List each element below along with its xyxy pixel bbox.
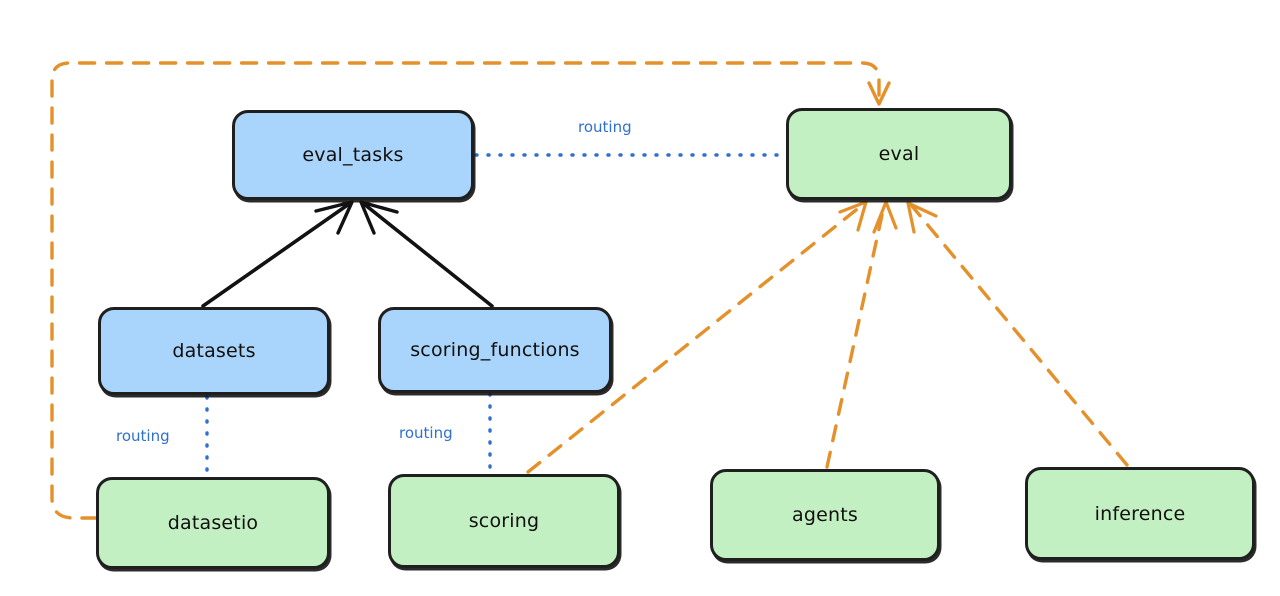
edge-agents-to-eval-arrowhead bbox=[872, 200, 898, 234]
node-agents[interactable]: agents bbox=[710, 469, 940, 561]
node-scoring-functions[interactable]: scoring_functions bbox=[378, 307, 612, 393]
edge-datasets-to-eval-tasks-arrowhead bbox=[314, 200, 354, 235]
edge-inference-to-eval bbox=[910, 204, 1129, 467]
edge-datasets-to-eval-tasks bbox=[201, 202, 351, 308]
edge-datasetio-to-eval bbox=[50, 61, 881, 520]
node-scoring-label: scoring bbox=[468, 510, 540, 532]
edge-scoring-functions-to-eval-tasks-arrowhead bbox=[359, 200, 399, 235]
node-datasetio-label: datasetio bbox=[167, 512, 259, 534]
edge-datasetio-to-eval-arrowhead bbox=[867, 81, 891, 106]
edge-scoring-to-eval bbox=[526, 204, 863, 474]
node-inference-label: inference bbox=[1094, 502, 1186, 525]
node-eval-tasks[interactable]: eval_tasks bbox=[232, 110, 474, 200]
node-datasets-label: datasets bbox=[172, 340, 256, 362]
node-inference[interactable]: inference bbox=[1025, 467, 1255, 560]
edge-agents-to-eval bbox=[825, 204, 886, 469]
edge-label-routing-scoring-functions: routing bbox=[399, 424, 453, 442]
node-datasets[interactable]: datasets bbox=[98, 307, 330, 395]
edge-label-routing-eval-tasks: routing bbox=[578, 118, 632, 136]
node-scoring[interactable]: scoring bbox=[388, 474, 620, 568]
node-eval-tasks-label: eval_tasks bbox=[302, 144, 404, 166]
node-eval-label: eval bbox=[878, 143, 920, 165]
node-scoring-functions-label: scoring_functions bbox=[410, 339, 580, 361]
edge-label-routing-datasets: routing bbox=[116, 427, 170, 445]
edge-inference-to-eval-arrowhead bbox=[906, 201, 938, 234]
edge-scoring-functions-to-eval-tasks bbox=[362, 202, 494, 308]
node-agents-label: agents bbox=[792, 504, 858, 526]
node-eval[interactable]: eval bbox=[786, 108, 1012, 200]
edge-scoring-to-eval-arrowhead bbox=[838, 200, 868, 232]
node-datasetio[interactable]: datasetio bbox=[96, 477, 330, 569]
